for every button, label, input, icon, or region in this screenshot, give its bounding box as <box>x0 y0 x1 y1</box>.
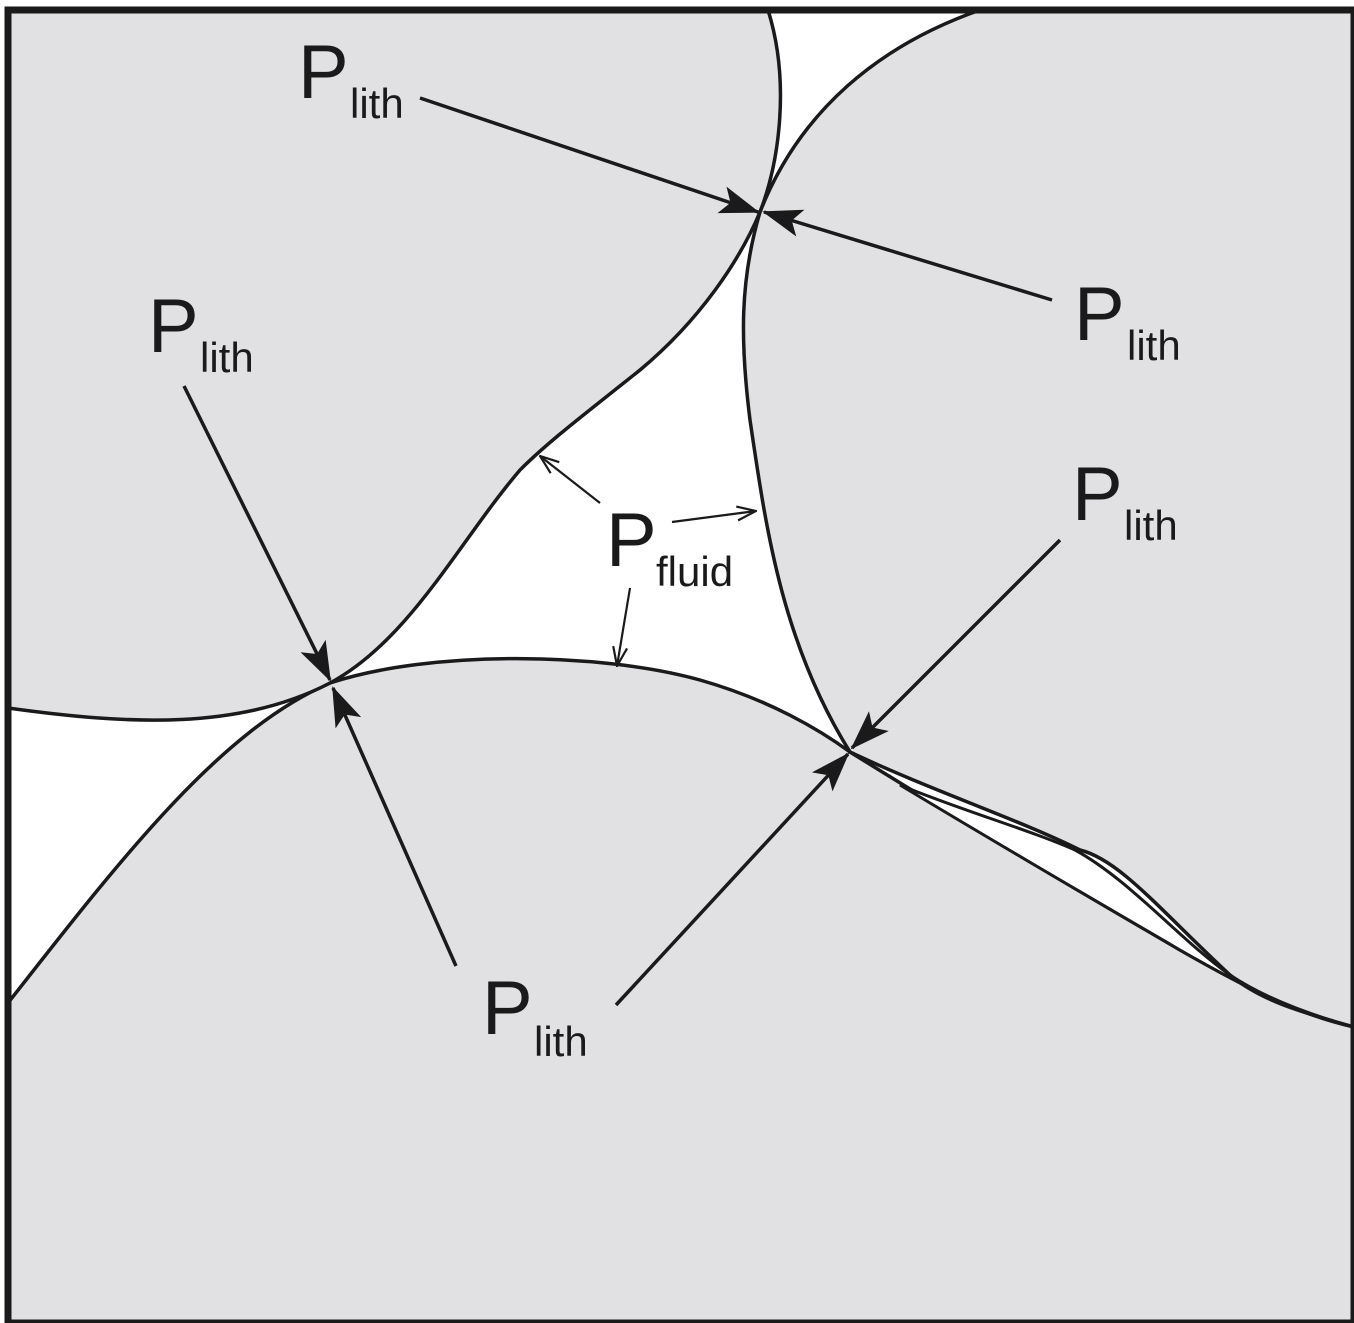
label-sub: fluid <box>656 548 733 595</box>
label-sub: lith <box>350 80 404 127</box>
label-sub: lith <box>1124 502 1178 549</box>
label-main: P <box>1072 452 1123 537</box>
label-sub: lith <box>1127 322 1181 369</box>
label-main: P <box>606 498 657 583</box>
grain-right <box>741 8 1354 1029</box>
arrow-fluid-right <box>671 511 756 524</box>
arrow-fluid-upper-left <box>540 456 601 504</box>
label-lith-right: P lith <box>1072 452 1178 549</box>
arrow-lith-bottom-right <box>614 752 850 1007</box>
label-sub: lith <box>200 334 254 381</box>
label-sub: lith <box>534 1018 588 1065</box>
label-lith-top-right: P lith <box>1074 272 1181 369</box>
pore-sliver <box>899 783 1354 1029</box>
arrow-lith-left <box>182 385 332 682</box>
label-main: P <box>298 30 349 115</box>
label-lith-top-left: P lith <box>298 30 404 127</box>
arrow-lith-right <box>850 538 1062 750</box>
label-lith-bottom: P lith <box>482 966 588 1065</box>
arrow-lith-top-right <box>762 209 1053 302</box>
arrow-fluid-down <box>617 587 632 666</box>
label-lith-left: P lith <box>148 284 254 381</box>
arrow-lith-top-left <box>419 96 760 214</box>
label-fluid: P fluid <box>606 498 733 595</box>
label-main: P <box>1074 272 1125 357</box>
arrow-lith-bottom-left <box>331 686 458 967</box>
frame <box>4 6 1354 1323</box>
label-main: P <box>148 284 199 369</box>
label-main: P <box>482 966 533 1051</box>
